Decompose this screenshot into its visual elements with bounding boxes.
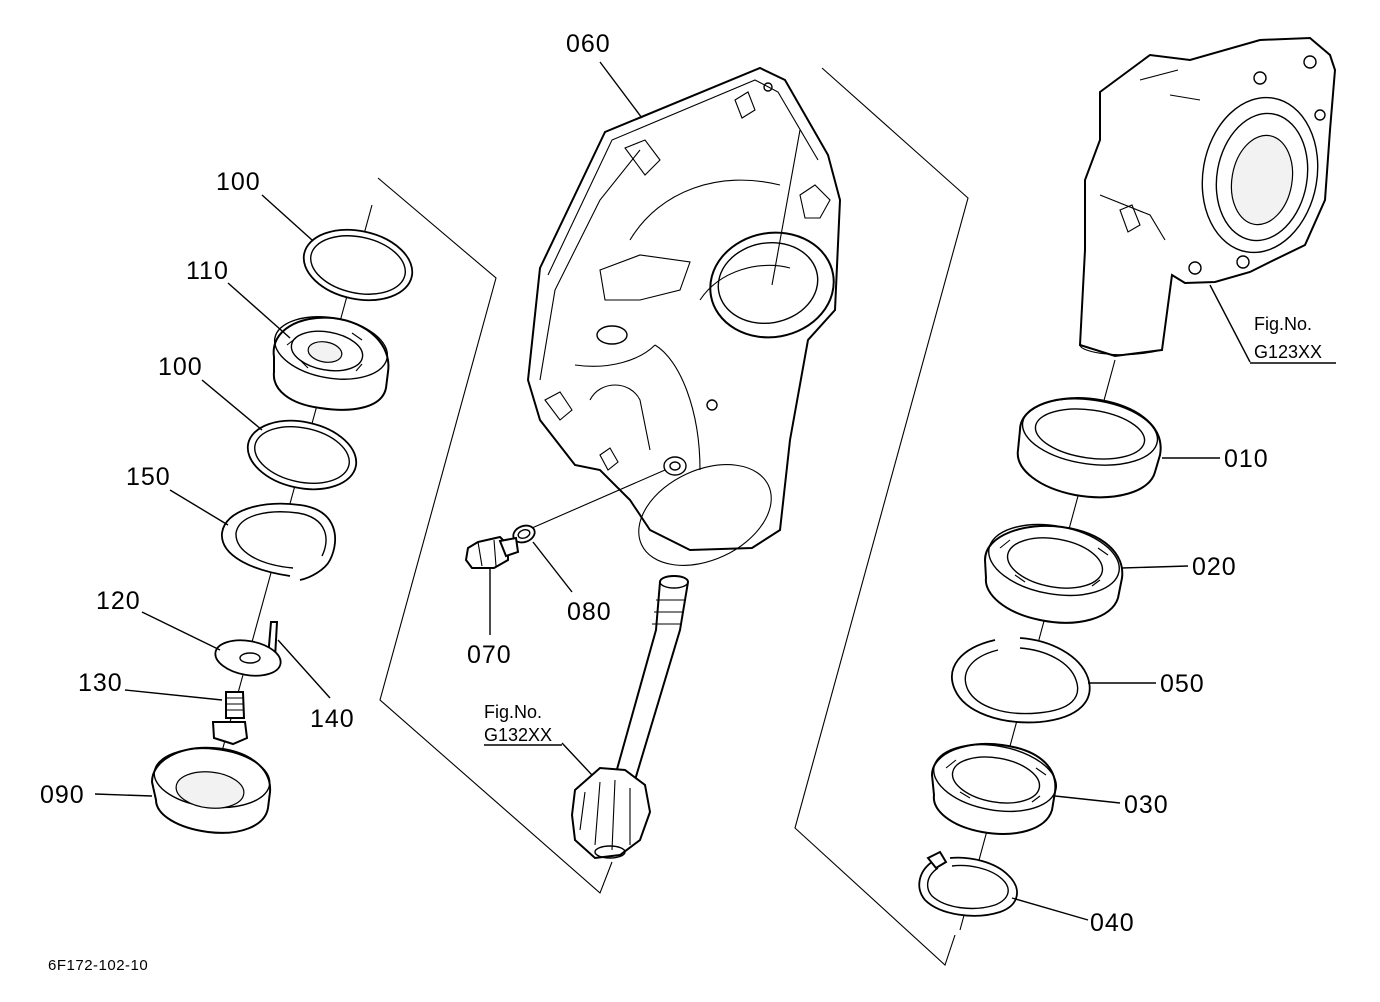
label-140: 140 [310,705,355,733]
part-010-oil-seal[interactable] [1016,391,1162,499]
label-030: 030 [1124,791,1169,819]
part-150-snap-ring[interactable] [221,502,337,581]
label-080: 080 [567,598,612,626]
label-010: 010 [1224,445,1269,473]
label-110: 110 [186,257,229,285]
part-030-bearing[interactable] [928,736,1061,835]
part-060-housing[interactable] [526,66,842,585]
label-120: 120 [96,587,141,615]
part-040-circlip[interactable] [918,850,1018,917]
part-120-washer[interactable] [213,636,284,681]
plug-axis-line [531,469,666,529]
drawing-code: 6F172-102-10 [48,957,148,974]
pinion-shaft-g132xx[interactable] [570,575,690,860]
label-020: 020 [1192,553,1237,581]
figref-right-code[interactable]: G123XX [1254,342,1322,362]
label-040: 040 [1090,909,1135,937]
part-110-bearing[interactable] [270,309,393,411]
label-130: 130 [78,669,123,697]
part-130-bolt[interactable] [211,691,249,746]
part-050-snap-ring[interactable] [951,637,1091,724]
gear-case-g123xx[interactable] [1078,36,1337,358]
part-070-plug[interactable] [464,535,520,569]
figref-left-title[interactable]: Fig.No. [484,702,542,722]
figref-left-code[interactable]: G132XX [484,725,552,745]
label-090: 090 [40,781,85,809]
label-070: 070 [467,641,512,669]
label-150: 150 [126,463,171,491]
part-020-bearing[interactable] [983,515,1125,624]
left-group-frame [377,177,613,894]
label-100-lower: 100 [158,353,203,381]
part-100-lower-shim[interactable] [241,411,362,498]
label-050: 050 [1160,670,1205,698]
right-group-frame [794,67,969,966]
housing-axis-line [771,129,801,286]
part-100-upper-shim[interactable] [297,220,419,309]
figref-right-title[interactable]: Fig.No. [1254,314,1312,334]
part-090-cap[interactable] [150,743,272,834]
label-060: 060 [566,30,611,58]
label-100-upper: 100 [216,168,261,196]
leader-lines [94,61,1336,921]
